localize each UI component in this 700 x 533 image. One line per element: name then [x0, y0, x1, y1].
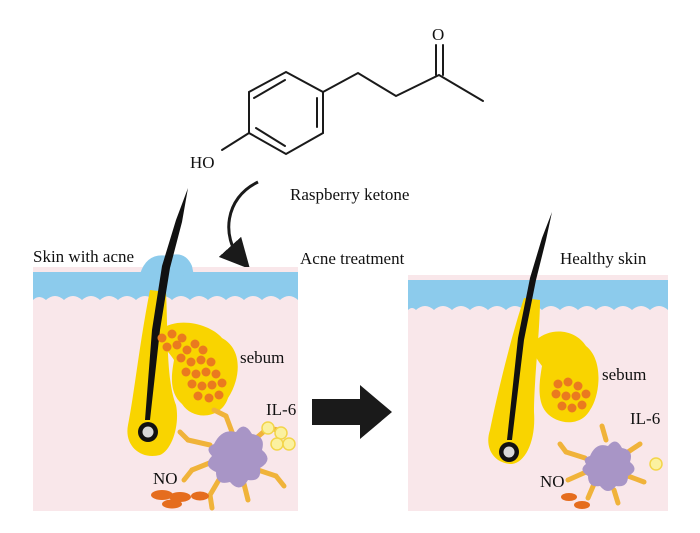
curved-arrow-icon: [218, 180, 259, 270]
epidermis-layer: [408, 280, 668, 310]
no-particles: [561, 493, 590, 509]
hair-shaft: [145, 188, 188, 420]
sebum-droplets: [157, 329, 227, 403]
treatment-arrow-icon: [312, 385, 392, 439]
sebum-label: sebum: [240, 348, 284, 367]
raspberry-ketone-structure: [221, 44, 484, 156]
ring-double-bond: [255, 127, 286, 147]
panel-title: Healthy skin: [560, 249, 647, 268]
no-label: NO: [153, 469, 178, 488]
butanone-chain: [322, 71, 484, 102]
hair-bulb-center: [503, 446, 515, 458]
sebaceous-gland: [533, 331, 599, 423]
ring-double-bond: [253, 79, 286, 99]
sebum-droplets: [551, 377, 591, 413]
no-particles: [151, 490, 209, 509]
acne-skin-panel: Skin with acne sebum IL-6 NO: [33, 188, 298, 511]
il6-label: IL-6: [630, 409, 660, 428]
sebum-label: sebum: [602, 365, 646, 384]
hair-bulb-center: [142, 426, 154, 438]
treatment-label: Acne treatment: [300, 249, 405, 268]
carbonyl-oxygen-label: O: [432, 25, 444, 44]
healthy-skin-panel: Healthy skin sebum IL-6 NO: [408, 212, 668, 511]
immune-cell: [177, 407, 287, 511]
il6-particles: [261, 421, 296, 451]
hydroxyl-bond: [221, 132, 250, 151]
hair-shaft: [507, 212, 552, 440]
il6-particles: [649, 457, 663, 471]
molecule-name: Raspberry ketone: [290, 185, 409, 204]
no-label: NO: [540, 472, 565, 491]
hydroxyl-label: HO: [190, 153, 215, 172]
il6-label: IL-6: [266, 400, 296, 419]
benzene-ring: [248, 70, 324, 156]
immune-cell-body: [582, 441, 635, 491]
immune-cell: [557, 423, 647, 506]
immune-cell-body: [207, 426, 268, 488]
panel-title: Skin with acne: [33, 247, 134, 266]
